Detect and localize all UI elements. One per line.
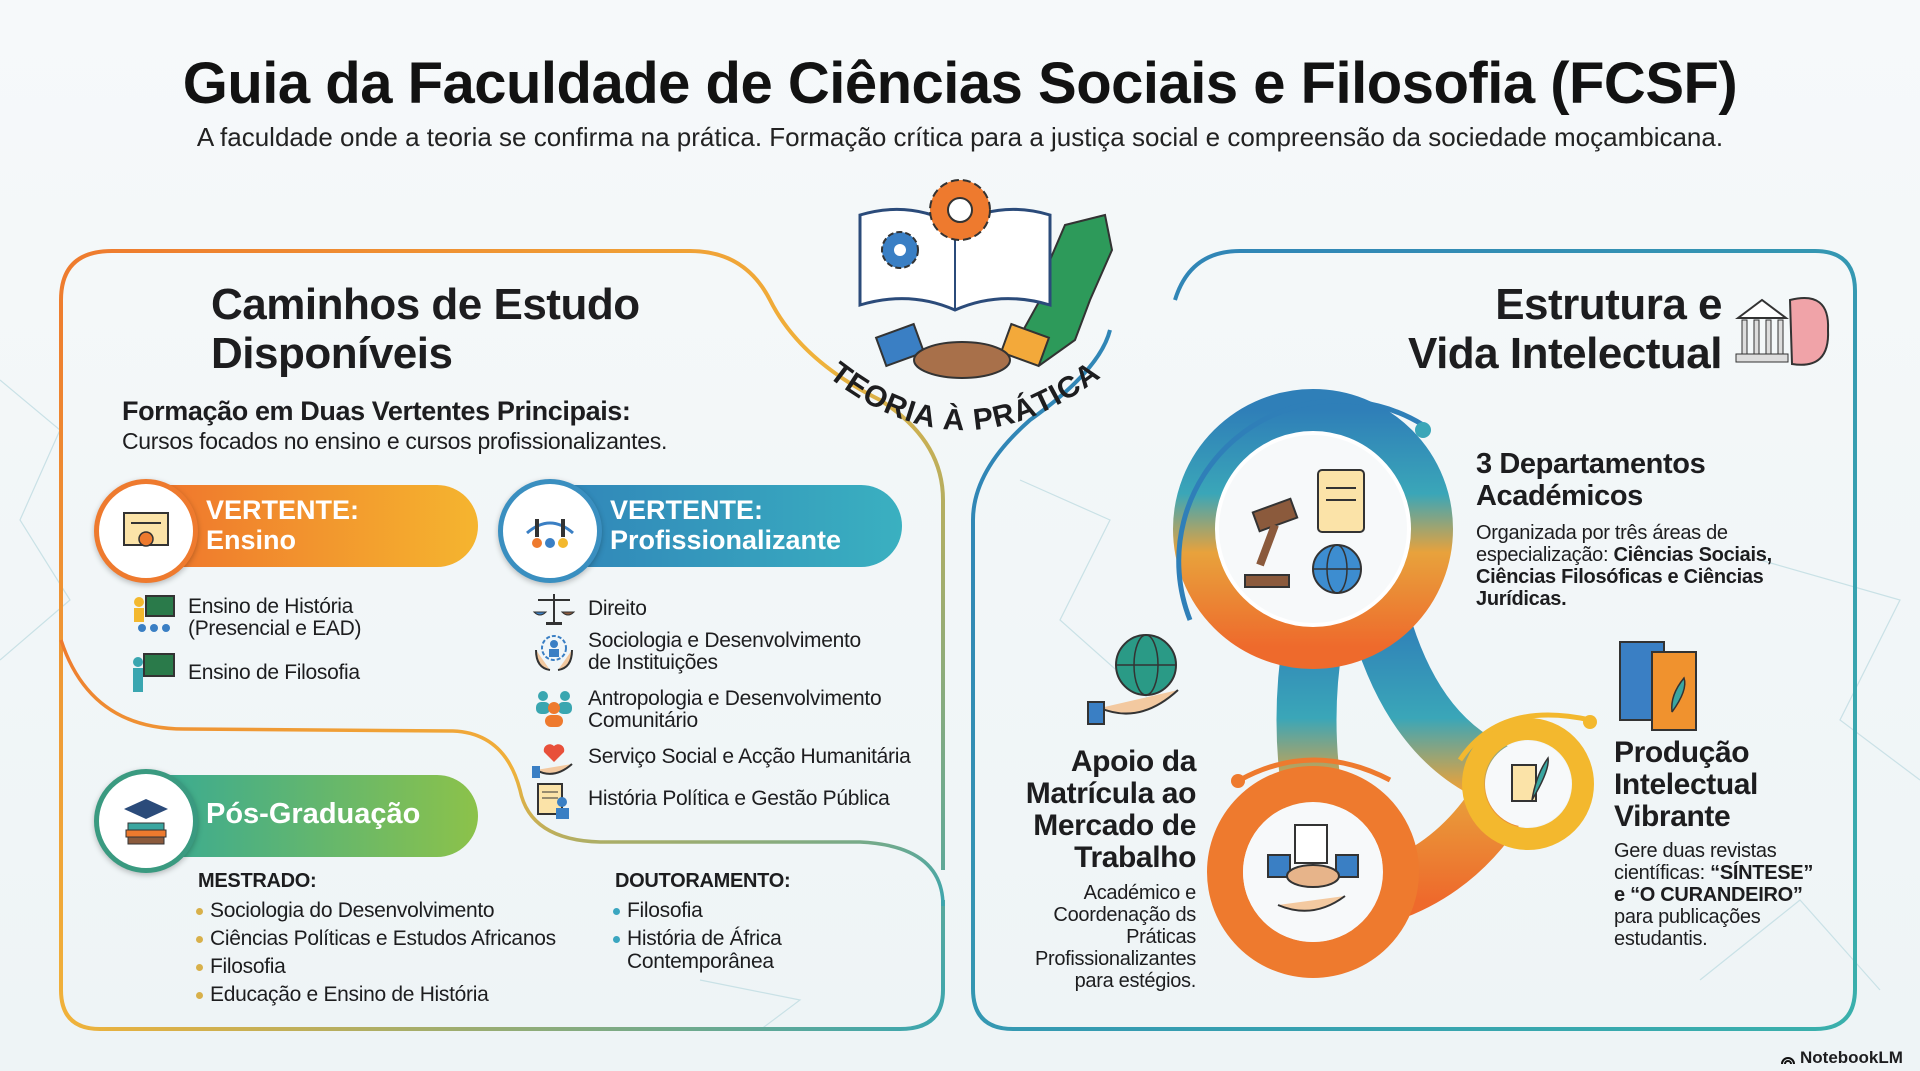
list-item: Direito bbox=[532, 592, 647, 626]
departamentos-circle bbox=[1215, 431, 1411, 627]
emblem: TEORIA À PRÁTICA bbox=[824, 179, 1114, 437]
books-icon bbox=[1619, 641, 1697, 731]
departamentos-desc: Organizada por três áreas de especializa… bbox=[1476, 522, 1806, 610]
vertente-profissionalizante-label: VERTENTE: Profissionalizante bbox=[610, 495, 842, 555]
list-item: Ensino de Filosofia bbox=[130, 652, 360, 696]
globe-hand-icon bbox=[1087, 634, 1179, 725]
list-item: Serviço Social e Acção Humanitária bbox=[532, 740, 911, 780]
mestrado-item: Educação e Ensino de História bbox=[196, 983, 489, 1006]
apoio-desc: Académico e Coordenação ds Práticas Prof… bbox=[1034, 882, 1196, 992]
arc-dot bbox=[1231, 774, 1245, 788]
list-item: História Política e Gestão Pública bbox=[532, 782, 890, 820]
producao-journals: “SÍNTESE” e “O CURANDEIRO” bbox=[1614, 862, 1814, 906]
pos-graduacao-label: Pós-Graduação bbox=[206, 798, 421, 830]
apoio-ring bbox=[1207, 766, 1419, 978]
vertente-ensino-label: VERTENTE: Ensino bbox=[206, 495, 360, 555]
graduation-cap-books-icon bbox=[94, 769, 198, 873]
doutoramento-heading: DOUTORAMENTO: bbox=[615, 870, 791, 892]
scales-icon bbox=[532, 594, 576, 625]
page-subtitle: A faculdade onde a teoria se confirma na… bbox=[196, 122, 1724, 152]
item-text: Ensino de Filosofia bbox=[188, 661, 360, 684]
list-item: Sociologia e Desenvolvimento de Institui… bbox=[532, 630, 861, 674]
producao-desc-text: Gere duas revistas científicas: bbox=[1614, 840, 1777, 884]
producao-arc bbox=[1457, 712, 1591, 762]
producao-title: Produção Intelectual Vibrante bbox=[1614, 736, 1758, 833]
scroll-quill-icon bbox=[1511, 756, 1549, 802]
producao-desc-end: para publicações estudantis. bbox=[1614, 906, 1761, 950]
heart-hand-icon bbox=[532, 744, 573, 778]
notebooklm-logo-icon bbox=[1781, 1057, 1795, 1065]
producao-desc: Gere duas revistas científicas: “SÍNTESE… bbox=[1614, 840, 1814, 950]
gavel-document-globe-icon bbox=[1244, 469, 1365, 594]
item-text: Ensino de História (Presencial e EAD) bbox=[188, 595, 362, 640]
page-title: Guia da Faculdade de Ciências Sociais e … bbox=[182, 51, 1738, 116]
item-text: História Política e Gestão Pública bbox=[588, 787, 890, 810]
intro-text: Cursos focados no ensino e cursos profis… bbox=[122, 428, 668, 454]
left-panel-border bbox=[59, 249, 945, 1031]
teacher-classroom-icon bbox=[134, 595, 175, 632]
mestrado-item: Sociologia do Desenvolvimento bbox=[196, 899, 495, 922]
intro-heading: Formação em Duas Vertentes Principais: bbox=[122, 396, 631, 426]
pos-graduacao-pill: Pós-Graduação bbox=[94, 769, 478, 873]
departamentos-arc bbox=[1176, 398, 1425, 621]
handshake-document-icon bbox=[1267, 824, 1359, 912]
notebooklm-brand: NotebookLM bbox=[1780, 1048, 1903, 1068]
right-panel-border bbox=[971, 249, 1857, 1031]
right-panel-title: Estrutura e Vida Intelectual bbox=[1408, 280, 1722, 378]
hands-person-icon bbox=[535, 635, 573, 671]
apoio-arc bbox=[1238, 757, 1392, 783]
mestrado-item: Ciências Políticas e Estudos Africanos bbox=[196, 927, 556, 950]
doutoramento-item: História de África Contemporânea bbox=[613, 927, 782, 973]
departamentos-ring bbox=[1173, 389, 1453, 669]
community-icon bbox=[536, 691, 572, 727]
item-text: Serviço Social e Acção Humanitária bbox=[588, 745, 911, 768]
brand-label: NotebookLM bbox=[1800, 1048, 1903, 1067]
departamentos-areas: Ciências Sociais, Ciências Filosóficas e… bbox=[1476, 544, 1772, 610]
departamentos-desc-text: Organizada por três áreas de especializa… bbox=[1476, 522, 1728, 566]
mestrado-heading: MESTRADO: bbox=[198, 870, 317, 892]
certificate-icon bbox=[94, 479, 198, 583]
teacher-board-icon bbox=[133, 653, 175, 692]
departamentos-title: 3 Departamentos Académicos bbox=[1476, 448, 1706, 512]
list-item: Ensino de História (Presencial e EAD) bbox=[130, 594, 361, 640]
apoio-title: Apoio da Matrícula ao Mercado de Trabalh… bbox=[1025, 745, 1197, 874]
document-person-icon bbox=[537, 783, 569, 819]
item-text: Direito bbox=[588, 597, 647, 620]
vertente-ensino-pill: VERTENTE: Ensino bbox=[94, 479, 478, 583]
item-text: Sociologia e Desenvolvimento de Institui… bbox=[588, 629, 861, 674]
institution-brain-icon bbox=[1735, 297, 1830, 366]
producao-ring bbox=[1462, 718, 1594, 850]
left-panel-divider bbox=[59, 639, 945, 907]
item-text: Antropologia e Desenvolvimento Comunitár… bbox=[588, 687, 882, 732]
left-panel-title: Caminhos de Estudo Disponíveis bbox=[211, 280, 640, 378]
vertente-profissionalizante-pill: VERTENTE: Profissionalizante bbox=[498, 479, 902, 583]
list-item: Antropologia e Desenvolvimento Comunitár… bbox=[532, 687, 882, 732]
handshake-icon bbox=[874, 322, 1051, 379]
mestrado-item: Filosofia bbox=[196, 955, 286, 978]
bridge-people-icon bbox=[498, 479, 602, 583]
arc-dot bbox=[1583, 715, 1597, 729]
arc-dot bbox=[1415, 422, 1431, 438]
doutoramento-item: Filosofia bbox=[613, 899, 703, 922]
